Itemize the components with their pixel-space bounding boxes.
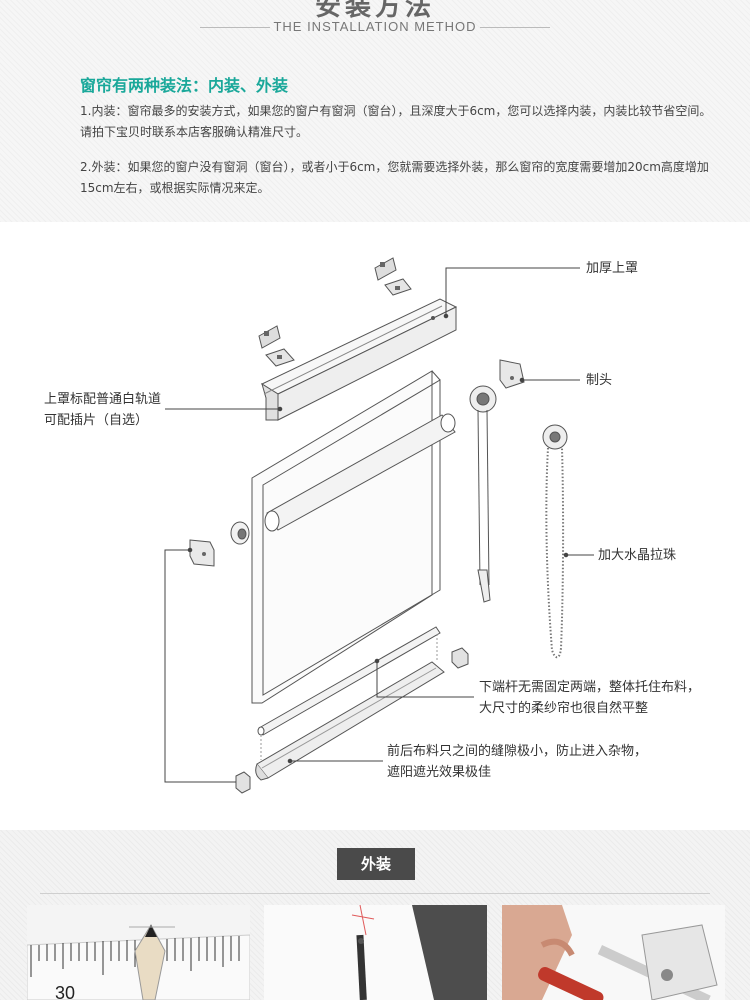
ruler-image: 30: [27, 905, 250, 1000]
callout-lines: [164, 267, 594, 783]
section-divider: [40, 893, 710, 894]
label-bottom-bar-line1: 下端杆无需固定两端，整体托住布料，: [479, 680, 701, 695]
page-title: 安装方法: [314, 0, 435, 22]
install-heading: 窗帘有两种装法：内装、外装: [80, 76, 289, 95]
label-bottom-bar-line2: 大尺寸的柔纱帘也很自然平整: [479, 701, 649, 716]
label-rail-line2: 可配插片（自选）: [44, 413, 149, 428]
end-cap-icon: [189, 539, 215, 567]
label-bottom-bar: 下端杆无需固定两端，整体托住布料， 大尺寸的柔纱帘也很自然平整: [479, 677, 700, 719]
title-rule-right: [480, 27, 550, 28]
end-cap-icon: [451, 647, 469, 669]
label-bead-chain: 加大水晶拉珠: [598, 548, 677, 563]
page-subtitle: THE INSTALLATION METHOD: [273, 19, 477, 34]
bracket-icon: [374, 257, 412, 296]
end-cap-icon: [230, 521, 250, 545]
end-cap-icon: [235, 771, 251, 794]
top-cover: [260, 298, 458, 421]
outer-install-text: 2.外装：如果您的窗户没有窗洞（窗台），或者小于6cm，您就需要选择外装，那么窗…: [80, 160, 709, 195]
bottom-rail: [255, 661, 445, 781]
photo-drill-mark: [264, 905, 487, 1000]
label-gap-line2: 遮阳遮光效果极佳: [387, 765, 492, 780]
exploded-diagram: [164, 257, 594, 794]
drill-image: [264, 905, 487, 1000]
bracket-icon: [258, 325, 295, 367]
ruler-number: 30: [55, 983, 75, 1000]
label-rail: 上罩标配普通白轨道 可配插片（自选）: [44, 389, 161, 431]
label-gap: 前后布料只之间的缝隙极小，防止进入杂物， 遮阳遮光效果极佳: [387, 741, 647, 783]
intro-section: 安装方法 THE INSTALLATION METHOD 窗帘有两种装法：内装、…: [0, 0, 750, 222]
control-head-icon: [499, 359, 525, 389]
inner-install-text: 1.内装：窗帘最多的安装方式，如果您的窗户有窗洞（窗台），且深度大于6cm，您可…: [80, 104, 712, 139]
bead-chain-icon: [542, 424, 568, 659]
roller-tube: [264, 413, 456, 532]
label-top-cover: 加厚上罩: [586, 261, 639, 276]
label-rail-line1: 上罩标配普通白轨道: [44, 392, 162, 407]
photo-screw-bracket: [502, 905, 725, 1000]
label-control-head: 制头: [586, 373, 613, 388]
screw-image: [502, 905, 725, 1000]
label-gap-line1: 前后布料只之间的缝隙极小，防止进入杂物，: [387, 744, 648, 759]
title-rule-left: [200, 27, 270, 28]
fabric-panel: [251, 370, 441, 704]
control-head-icon: [469, 385, 497, 603]
section-badge: 外装: [337, 848, 415, 880]
photo-measure-ruler: 30: [27, 905, 250, 1000]
